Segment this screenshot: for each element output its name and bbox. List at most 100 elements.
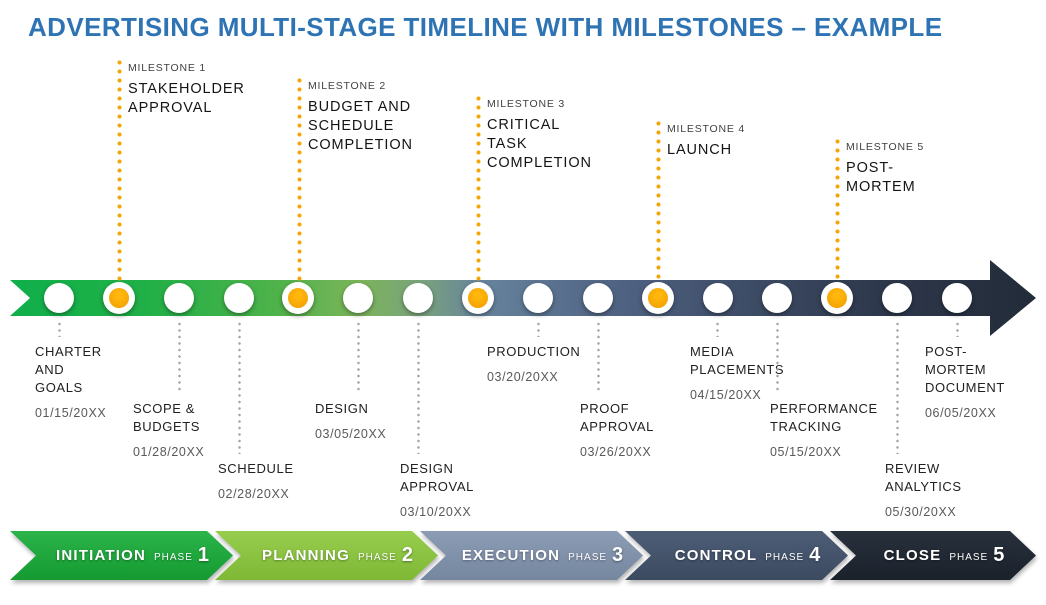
phase-chevron-2: PLANNING PHASE 2	[215, 531, 438, 580]
phase-chevron-4: CONTROL PHASE 4	[625, 531, 848, 580]
phase-name: CLOSE	[883, 547, 942, 564]
task-date: 05/15/20XX	[770, 445, 842, 459]
milestone-node	[821, 282, 853, 314]
task-date: 06/05/20XX	[925, 406, 997, 420]
task-label: CHARTER AND GOALS 01/15/20XX	[35, 343, 107, 420]
task-date: 04/15/20XX	[690, 388, 762, 402]
phase-chevron-body: CLOSE PHASE 5	[830, 531, 1036, 580]
timeline-node	[882, 283, 912, 313]
phase-word: PHASE	[154, 551, 193, 563]
task-connector-line	[238, 321, 241, 454]
task-date: 02/28/20XX	[218, 487, 290, 501]
phase-word: PHASE	[765, 551, 805, 563]
task-connector-line	[58, 321, 61, 337]
milestone-name: CRITICAL TASK COMPLETION	[487, 117, 592, 171]
task-name: DESIGN	[315, 401, 369, 416]
milestone-connector-line	[476, 94, 481, 282]
phase-name: INITIATION	[55, 547, 146, 564]
milestone-connector-line	[656, 119, 661, 282]
task-connector-line	[357, 321, 360, 394]
phase-chevron-3: EXECUTION PHASE 3	[420, 531, 643, 580]
phase-chevron-body: PLANNING PHASE 2	[215, 531, 438, 580]
milestone-name: STAKEHOLDER APPROVAL	[128, 81, 245, 116]
milestone-connector-line	[297, 76, 302, 282]
task-name: POST-MORTEM DOCUMENT	[925, 344, 1005, 395]
task-date: 03/26/20XX	[580, 445, 652, 459]
task-date: 05/30/20XX	[885, 505, 957, 519]
task-name: MEDIA PLACEMENTS	[690, 344, 785, 377]
phase-name: PLANNING	[262, 547, 350, 564]
timeline-node	[343, 283, 373, 313]
milestone-title-text: MILESTONE 3	[487, 98, 566, 110]
milestone-node	[103, 282, 135, 314]
milestone-label: MILESTONE 2 BUDGET AND SCHEDULE COMPLETIO…	[308, 80, 420, 155]
task-label: REVIEW ANALYTICS 05/30/20XX	[885, 460, 980, 519]
task-connector-line	[417, 321, 420, 454]
milestone-title-text: MILESTONE 2	[308, 80, 387, 92]
phase-number: 4	[809, 544, 821, 566]
task-date: 01/28/20XX	[133, 445, 205, 459]
timeline-node	[942, 283, 972, 313]
milestone-node	[462, 282, 494, 314]
phase-number: 1	[197, 544, 210, 566]
task-date: 03/10/20XX	[400, 505, 472, 519]
phase-word: PHASE	[568, 551, 608, 563]
task-label: PROOF APPROVAL 03/26/20XX	[580, 400, 675, 459]
phase-name: EXECUTION	[461, 547, 561, 564]
task-date: 03/20/20XX	[487, 370, 559, 384]
task-label: SCHEDULE 02/28/20XX	[218, 460, 328, 501]
task-label: POST-MORTEM DOCUMENT 06/05/20XX	[925, 343, 1005, 420]
timeline-node	[164, 283, 194, 313]
milestone-label: MILESTONE 3 CRITICAL TASK COMPLETION	[487, 98, 592, 173]
phase-word: PHASE	[357, 551, 397, 563]
task-name: PROOF APPROVAL	[580, 401, 654, 434]
task-connector-line	[178, 321, 181, 394]
page-title: ADVERTISING MULTI-STAGE TIMELINE WITH MI…	[28, 12, 943, 42]
milestone-title-text: MILESTONE 1	[128, 62, 207, 74]
phase-chevron-body: EXECUTION PHASE 3	[420, 531, 643, 580]
timeline-node	[44, 283, 74, 313]
task-label: DESIGN 03/05/20XX	[315, 400, 425, 441]
task-label: PRODUCTION 03/20/20XX	[487, 343, 607, 384]
milestone-title-text: MILESTONE 4	[667, 123, 746, 135]
milestone-node	[642, 282, 674, 314]
milestone-label: MILESTONE 4 LAUNCH	[667, 123, 777, 160]
milestone-name: POST-MORTEM	[846, 160, 916, 195]
timeline-node	[224, 283, 254, 313]
milestone-connector-line	[117, 58, 122, 282]
task-connector-line	[537, 321, 540, 337]
task-name: PRODUCTION	[487, 344, 581, 359]
milestone-name: LAUNCH	[667, 142, 733, 158]
milestone-label: MILESTONE 5 POST-MORTEM	[846, 141, 930, 197]
timeline-node	[403, 283, 433, 313]
task-date: 01/15/20XX	[35, 406, 107, 420]
phase-row: INITIATION PHASE 1 PLANNING PHASE 2 EXECUTION P…	[0, 531, 1046, 580]
milestone-label: MILESTONE 1 STAKEHOLDER APPROVAL	[128, 62, 248, 118]
phase-number: 3	[612, 544, 624, 566]
task-name: PERFORMANCE TRACKING	[770, 401, 878, 434]
phase-chevron-5: CLOSE PHASE 5	[830, 531, 1036, 580]
task-connector-line	[776, 321, 779, 394]
task-name: REVIEW ANALYTICS	[885, 461, 962, 494]
task-connector-line	[597, 321, 600, 394]
milestone-connector-line	[835, 137, 840, 282]
task-label: MEDIA PLACEMENTS 04/15/20XX	[690, 343, 796, 402]
timeline-node	[762, 283, 792, 313]
milestone-name: BUDGET AND SCHEDULE COMPLETION	[308, 99, 413, 153]
task-name: CHARTER AND GOALS	[35, 344, 102, 395]
task-connector-line	[896, 321, 899, 454]
task-label: PERFORMANCE TRACKING 05/15/20XX	[770, 400, 896, 459]
phase-word: PHASE	[949, 551, 989, 563]
task-name: SCOPE & BUDGETS	[133, 401, 201, 434]
milestone-title-text: MILESTONE 5	[846, 141, 925, 153]
phase-name: CONTROL	[674, 547, 758, 564]
phase-number: 2	[401, 544, 413, 566]
task-date: 03/05/20XX	[315, 427, 387, 441]
timeline-node	[703, 283, 733, 313]
task-connector-line	[956, 321, 959, 337]
task-name: SCHEDULE	[218, 461, 294, 476]
task-label: SCOPE & BUDGETS 01/28/20XX	[133, 400, 225, 459]
phase-number: 5	[993, 544, 1005, 566]
